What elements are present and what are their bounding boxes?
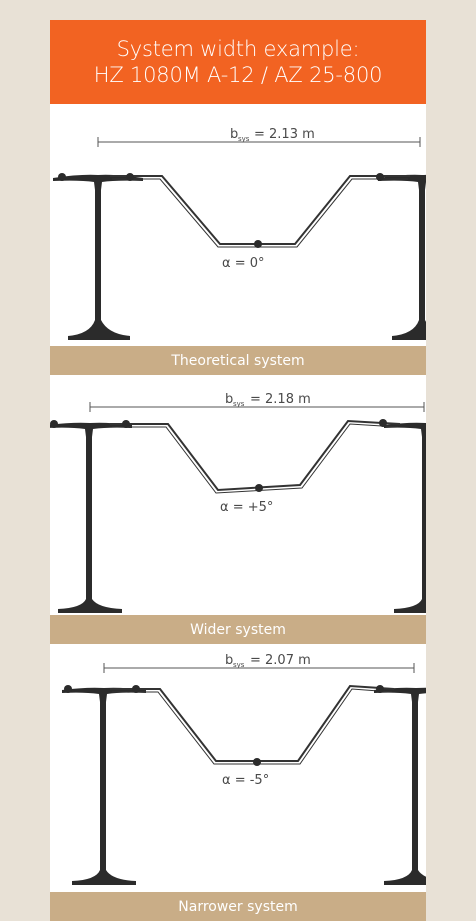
sheet-pile-pair — [110, 419, 401, 494]
title-banner: System width example: HZ 1080M A-12 / AZ… — [50, 20, 426, 104]
dimension-value: = 2.18 m — [250, 392, 311, 407]
dimension-b-label: b — [230, 127, 238, 142]
dimension-value: = 2.07 m — [250, 653, 311, 668]
interlock-connectors — [64, 685, 384, 766]
dimension-b-label: b — [225, 653, 233, 668]
dimension-value: = 2.13 m — [254, 127, 315, 142]
right-king-pile — [384, 422, 426, 613]
title-line-2: HZ 1080M A-12 / AZ 25-800 — [93, 63, 383, 87]
dimension-b-label: b — [225, 392, 233, 407]
alpha-angle-label: α = 0° — [222, 256, 265, 271]
theoretical-system-diagram: b sys = 2.13 m — [53, 127, 426, 340]
dimension-sys-subscript: sys — [233, 661, 245, 669]
title-line-1: System width example: — [116, 37, 360, 61]
narrower-system-panel: b sys = 2.07 m — [50, 644, 426, 921]
narrower-system-caption: Narrower system — [50, 892, 426, 921]
right-king-pile — [374, 687, 426, 885]
dimension-line: b sys = 2.07 m — [103, 653, 415, 673]
wider-system-panel: b sys = 2.18 m — [50, 375, 426, 644]
theoretical-system-panel: b sys = 2.13 m — [50, 104, 426, 375]
narrower-system-diagram: b sys = 2.07 m — [62, 653, 426, 885]
dimension-line: b sys = 2.18 m — [89, 392, 425, 412]
left-king-pile — [50, 422, 132, 613]
theoretical-system-caption: Theoretical system — [50, 346, 426, 375]
sheet-pile-pair — [110, 175, 410, 248]
wider-system-diagram: b sys = 2.18 m — [50, 392, 426, 613]
dimension-line: b sys = 2.13 m — [97, 127, 421, 147]
left-king-pile — [62, 687, 146, 885]
right-king-pile — [378, 174, 426, 340]
alpha-angle-label: α = +5° — [220, 500, 273, 515]
interlock-connectors — [50, 419, 387, 492]
left-king-pile — [53, 174, 143, 340]
infographic-card: System width example: HZ 1080M A-12 / AZ… — [50, 20, 426, 921]
alpha-angle-label: α = -5° — [222, 773, 269, 788]
sheet-pile-pair — [110, 684, 395, 765]
wider-system-caption: Wider system — [50, 615, 426, 644]
dimension-sys-subscript: sys — [238, 135, 250, 143]
dimension-sys-subscript: sys — [233, 400, 245, 408]
interlock-connectors — [58, 173, 384, 248]
